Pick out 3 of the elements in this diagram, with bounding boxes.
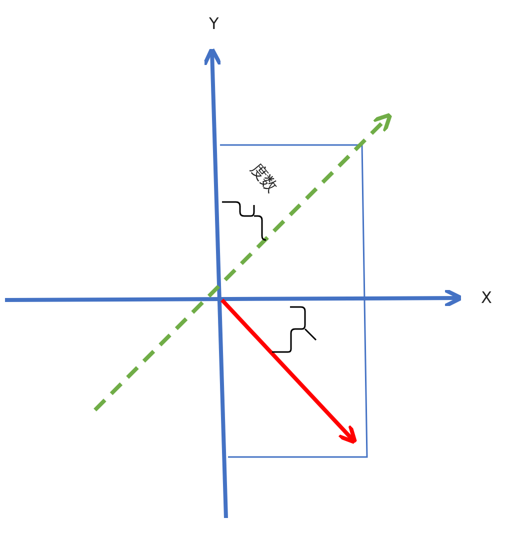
angle-label: 度数 <box>248 160 280 196</box>
axis-label: X <box>481 290 492 306</box>
axis-label: Y <box>209 16 219 32</box>
